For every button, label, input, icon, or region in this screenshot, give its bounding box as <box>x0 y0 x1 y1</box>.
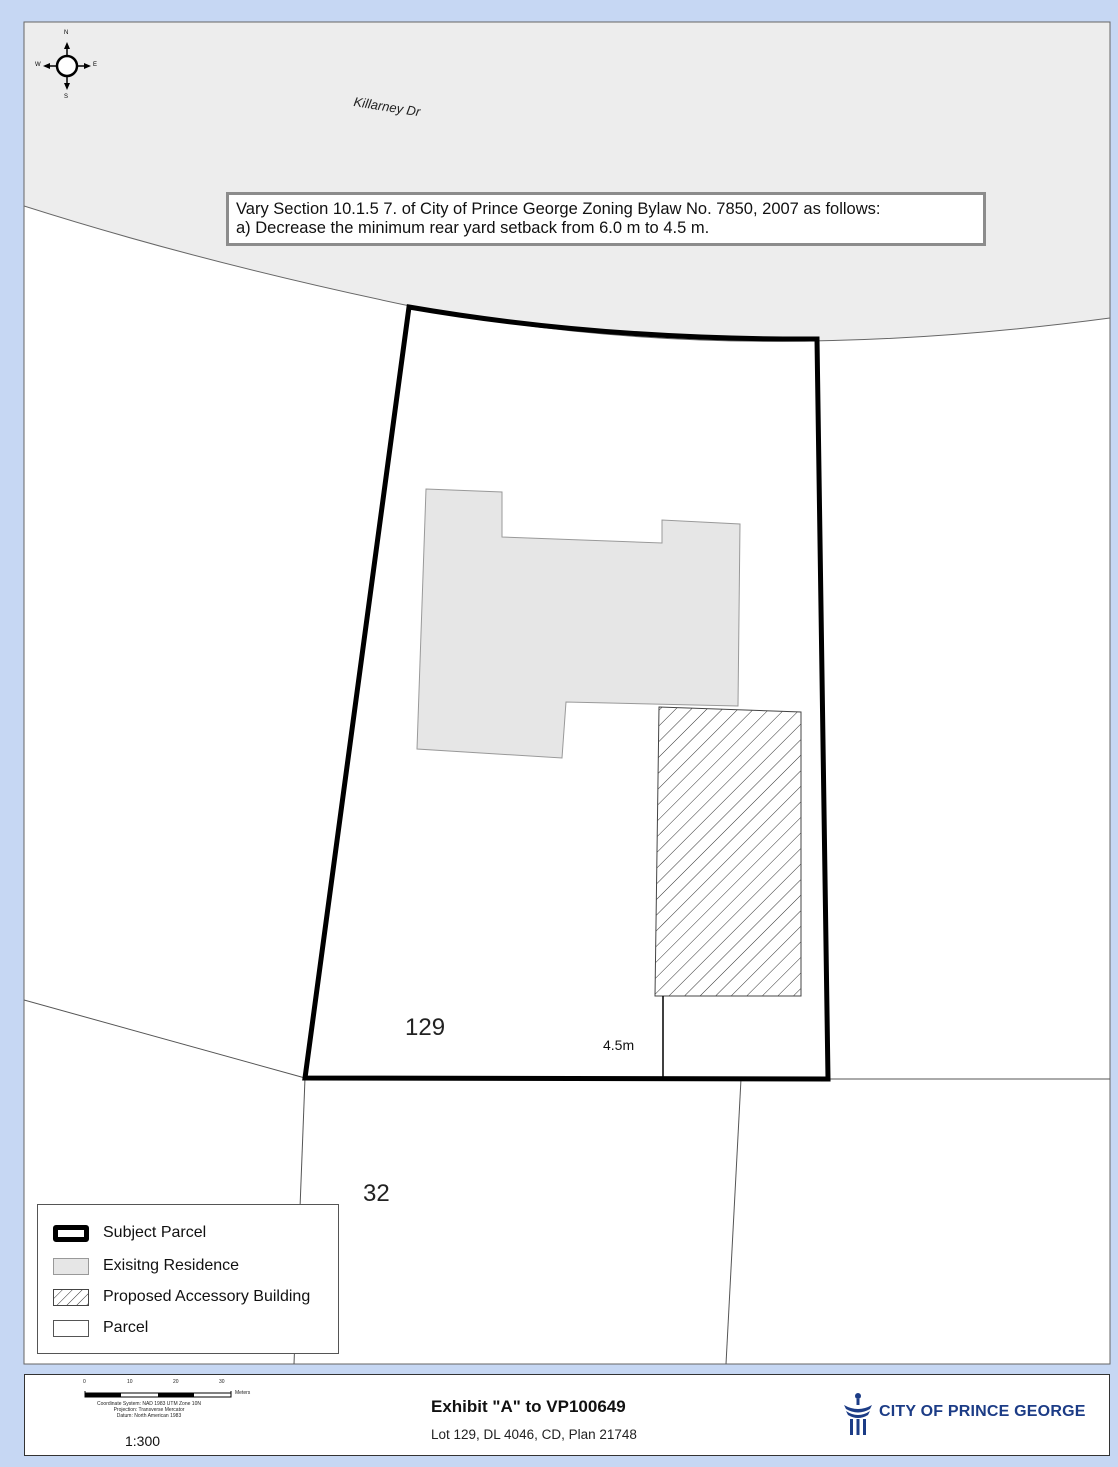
parcel-line-west <box>24 999 306 1079</box>
variance-line-2: a) Decrease the minimum rear yard setbac… <box>236 219 710 237</box>
legend-item-existing-residence: Exisitng Residence <box>53 1255 239 1277</box>
legend-item-subject-parcel: Subject Parcel <box>53 1222 206 1244</box>
legend-label: Subject Parcel <box>103 1224 207 1241</box>
projection-info: Coordinate System: NAD 1983 UTM Zone 10N… <box>59 1401 239 1419</box>
compass-n: N <box>64 30 69 36</box>
city-logo-icon <box>844 1393 872 1435</box>
variance-note: Vary Section 10.1.5 7. of City of Prince… <box>226 192 986 246</box>
lot-label-south: 32 <box>363 1180 390 1207</box>
scale-tick-10: 10 <box>127 1379 133 1385</box>
scale-tick-0: 0 <box>83 1379 86 1385</box>
scale-unit: Meters <box>235 1390 251 1396</box>
legend-swatch-subject-parcel <box>53 1224 89 1242</box>
exhibit-subtitle: Lot 129, DL 4046, CD, Plan 21748 <box>431 1427 637 1442</box>
compass-e: E <box>93 62 98 68</box>
legend-label: Exisitng Residence <box>103 1257 240 1274</box>
parcel-line-south-east <box>725 1078 742 1364</box>
map-legend: Subject Parcel Exisitng Residence Propos… <box>37 1204 339 1354</box>
legend-label: Parcel <box>103 1319 149 1336</box>
legend-item-parcel: Parcel <box>53 1317 148 1339</box>
compass-rose <box>43 42 91 90</box>
setback-label: 4.5m <box>603 1037 635 1053</box>
proposed-accessory-building <box>654 706 802 997</box>
legend-label: Proposed Accessory Building <box>103 1288 311 1305</box>
city-logo-text: CITY OF PRINCE GEORGE <box>879 1403 1086 1420</box>
legend-swatch-proposed-accessory <box>53 1288 89 1306</box>
lot-label-subject: 129 <box>405 1014 446 1041</box>
projection-line-2: Projection: Transverse Mercator <box>113 1407 185 1413</box>
legend-item-proposed-accessory: Proposed Accessory Building <box>53 1286 310 1308</box>
compass-circle <box>55 54 79 78</box>
legend-swatch-parcel <box>53 1319 89 1337</box>
existing-residence <box>416 488 741 759</box>
subject-parcel <box>302 304 831 1082</box>
scale-tick-20: 20 <box>173 1379 179 1385</box>
exhibit-title: Exhibit "A" to VP100649 <box>431 1397 626 1416</box>
projection-line-1: Coordinate System: NAD 1983 UTM Zone 10N <box>97 1401 201 1407</box>
compass-w: W <box>35 62 41 68</box>
projection-line-3: Datum: North American 1983 <box>116 1413 182 1419</box>
variance-line-1: Vary Section 10.1.5 7. of City of Prince… <box>236 200 881 218</box>
scale-bar <box>84 1391 232 1398</box>
legend-swatch-existing-residence <box>53 1257 89 1275</box>
title-block: 0 10 20 30 Meters Coordinate System: NAD… <box>24 1374 1110 1456</box>
map-scale: 1:300 <box>125 1433 161 1449</box>
scale-tick-30: 30 <box>219 1379 225 1385</box>
compass-s: S <box>64 94 69 100</box>
